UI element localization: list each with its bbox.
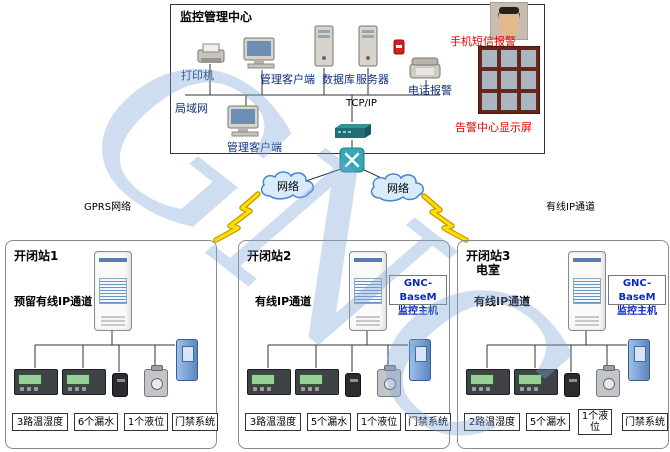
item-label-leak: 5个漏水 — [526, 413, 570, 431]
monitor-host-device — [568, 251, 606, 331]
host-sticker — [354, 278, 382, 304]
host-label: GNC-BaseM 监控主机 — [389, 275, 447, 317]
monitor-host-device — [349, 251, 387, 331]
station-title: 开闭站1 — [14, 249, 59, 263]
network-switch-icon — [331, 120, 373, 146]
wall-screen — [481, 70, 499, 90]
host-label: GNC-BaseM 监控主机 — [608, 275, 666, 317]
item-label-leak: 5个漏水 — [307, 413, 351, 431]
temp-humidity-controller-icon — [14, 369, 58, 395]
temp-humidity-controller-icon — [466, 369, 510, 395]
station-subtitle: 电室 — [476, 263, 501, 277]
item-label-door: 门禁系统 — [405, 413, 451, 431]
lightning-right-icon — [421, 193, 469, 243]
host-vents — [356, 316, 380, 326]
phone-alarm-label: 电话报警 — [408, 84, 452, 97]
host-strip — [573, 258, 601, 262]
host-model: GNC-BaseM — [618, 278, 656, 303]
management-client2-icon — [226, 104, 266, 142]
router-icon — [339, 147, 365, 177]
wall-screen — [519, 49, 537, 69]
host-strip — [99, 258, 127, 262]
database-tower-icon — [313, 24, 335, 72]
item-label-door: 门禁系统 — [172, 413, 218, 431]
lan-label: 局域网 — [175, 102, 208, 115]
alarm-video-wall — [478, 46, 540, 114]
management-client2-label: 管理客户端 — [227, 141, 282, 154]
telephone-icon — [408, 56, 444, 84]
host-vents — [575, 316, 599, 326]
sms-alarm-label: 手机短信报警 — [450, 35, 516, 48]
host-sticker — [99, 278, 127, 304]
wall-screen — [500, 70, 518, 90]
station-2: 开闭站2 有线IP通道 GNC-BaseM 监控主机 3路温湿度 5个漏水 1个… — [238, 240, 451, 449]
item-label-level: 1个液位 — [578, 409, 612, 435]
wall-screen — [500, 49, 518, 69]
host-model: GNC-BaseM — [399, 278, 437, 303]
gprs-network-label: GPRS网络 — [84, 202, 132, 213]
alarm-light-icon — [392, 38, 406, 60]
server-label: 服务器 — [356, 73, 389, 86]
channel-label: 有线IP通道 — [255, 295, 312, 308]
temp-humidity-controller-icon — [247, 369, 291, 395]
station-title: 开闭站2 — [247, 249, 292, 263]
channel-label: 有线IP通道 — [474, 295, 531, 308]
temp-humidity-controller-icon — [62, 369, 106, 395]
printer-label: 打印机 — [181, 69, 214, 82]
cloud-left-label: 网络 — [277, 180, 299, 193]
cloud-icon — [260, 171, 314, 200]
access-control-tower-icon — [628, 339, 650, 381]
operator-photo — [489, 1, 529, 44]
temp-humidity-controller-icon — [295, 369, 339, 395]
temp-humidity-controller-icon — [514, 369, 558, 395]
item-label-temp: 3路温湿度 — [245, 413, 301, 431]
item-label-level: 1个液位 — [124, 413, 168, 431]
item-label-level: 1个液位 — [357, 413, 401, 431]
station-title: 开闭站3 — [466, 249, 511, 263]
database-label: 数据库 — [322, 73, 355, 86]
leak-sensor-icon — [564, 373, 580, 397]
center-title: 监控管理中心 — [180, 10, 253, 24]
host-sticker — [573, 278, 601, 304]
item-label-door: 门禁系统 — [622, 413, 668, 431]
liquid-level-device-icon — [144, 365, 168, 397]
item-label-temp: 3路温湿度 — [12, 413, 68, 431]
host-strip — [354, 258, 382, 262]
wall-screen — [519, 70, 537, 90]
printer-icon — [194, 42, 228, 70]
station-1: 开闭站1 预留有线IP通道 3路温湿度 6个漏水 1个液位 门禁系统 — [5, 240, 218, 449]
management-client-label: 管理客户端 — [260, 73, 315, 86]
wall-screen — [481, 91, 499, 111]
host-type: 监控主机 — [617, 306, 657, 317]
leak-sensor-icon — [112, 373, 128, 397]
host-type: 监控主机 — [398, 306, 438, 317]
leak-sensor-icon — [345, 373, 361, 397]
liquid-level-device-icon — [596, 365, 620, 397]
wired-channel-label: 有线IP通道 — [546, 202, 595, 213]
item-label-leak: 6个漏水 — [74, 413, 118, 431]
video-wall-label: 告警中心显示屏 — [455, 121, 532, 134]
wall-screen — [481, 49, 499, 69]
server-tower-icon — [357, 24, 379, 72]
item-label-temp: 2路温湿度 — [464, 413, 520, 431]
wall-screen — [519, 91, 537, 111]
channel-label: 预留有线IP通道 — [14, 295, 93, 308]
access-control-tower-icon — [176, 339, 198, 381]
monitor-host-device — [94, 251, 132, 331]
management-client-icon — [242, 36, 282, 74]
cloud-icon — [370, 173, 424, 202]
station-3: 开闭站3 电室 有线IP通道 GNC-BaseM 监控主机 2路温湿度 5个漏水… — [457, 240, 669, 449]
host-vents — [101, 316, 125, 326]
network-cloud-right: 网络 — [366, 170, 430, 204]
liquid-level-device-icon — [377, 365, 401, 397]
cloud-right-label: 网络 — [387, 182, 409, 195]
access-control-tower-icon — [409, 339, 431, 381]
network-cloud-left: 网络 — [256, 168, 320, 202]
lightning-left-icon — [213, 191, 261, 243]
wall-screen — [500, 91, 518, 111]
tcpip-label: TCP/IP — [346, 98, 377, 109]
